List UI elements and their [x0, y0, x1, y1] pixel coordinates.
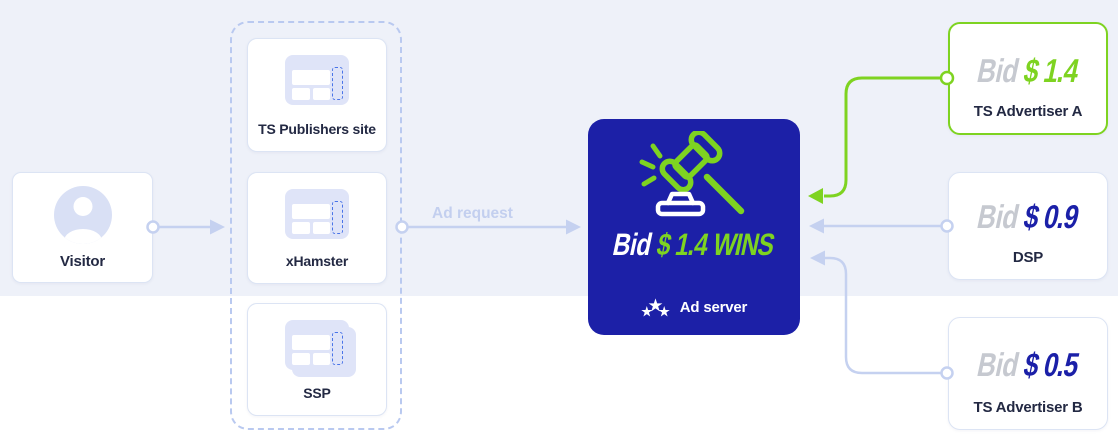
browser-ad-slot-icon: [285, 189, 349, 239]
winning-bid-text: Bid $ 1.4 WINS: [610, 227, 778, 262]
publisher-card-xhamster: xHamster: [247, 172, 387, 284]
ad-server-label: Ad server: [679, 299, 748, 316]
bid-amount: $ 1.4: [654, 227, 712, 262]
bidder-label: TS Advertiser B: [973, 399, 1083, 416]
bidder-label: DSP: [1012, 249, 1044, 266]
bid-text: Bid $ 0.5: [974, 346, 1082, 383]
bidder-card-dsp: Bid $ 0.9 DSP: [948, 172, 1108, 280]
bid-amount: $ 1.4: [1020, 52, 1082, 89]
browser-ad-slot-icon: [285, 55, 349, 105]
visitor-card: Visitor: [12, 172, 153, 283]
publisher-card-ssp: SSP: [247, 303, 387, 416]
publisher-label: TS Publishers site: [258, 121, 376, 137]
bid-prefix: Bid: [610, 227, 656, 262]
bid-result: WINS: [710, 227, 778, 262]
bidder-card-ts-advertiser-a: Bid $ 1.4 TS Advertiser A: [948, 22, 1108, 135]
ad-request-label: Ad request: [432, 205, 513, 222]
user-icon: [53, 186, 112, 244]
bid-prefix: Bid: [974, 198, 1023, 235]
bid-text: Bid $ 0.9: [974, 198, 1082, 235]
publisher-label: SSP: [303, 385, 331, 401]
publisher-label: xHamster: [285, 253, 349, 269]
bid-amount: $ 0.5: [1020, 346, 1082, 383]
bid-prefix: Bid: [974, 52, 1023, 89]
stars-icon: [641, 298, 670, 317]
ad-server-card: Bid $ 1.4 WINS Ad server: [588, 119, 800, 335]
bidder-card-ts-advertiser-b: Bid $ 0.5 TS Advertiser B: [948, 317, 1108, 430]
bid-prefix: Bid: [974, 346, 1023, 383]
bidder-label: TS Advertiser A: [973, 103, 1083, 120]
bid-text: Bid $ 1.4: [974, 52, 1082, 89]
gavel-icon: [639, 131, 745, 217]
browser-ad-slot-stack-icon: [285, 320, 356, 377]
visitor-label: Visitor: [59, 253, 105, 270]
publisher-card-ts-publishers-site: TS Publishers site: [247, 38, 387, 152]
bid-amount: $ 0.9: [1020, 198, 1082, 235]
